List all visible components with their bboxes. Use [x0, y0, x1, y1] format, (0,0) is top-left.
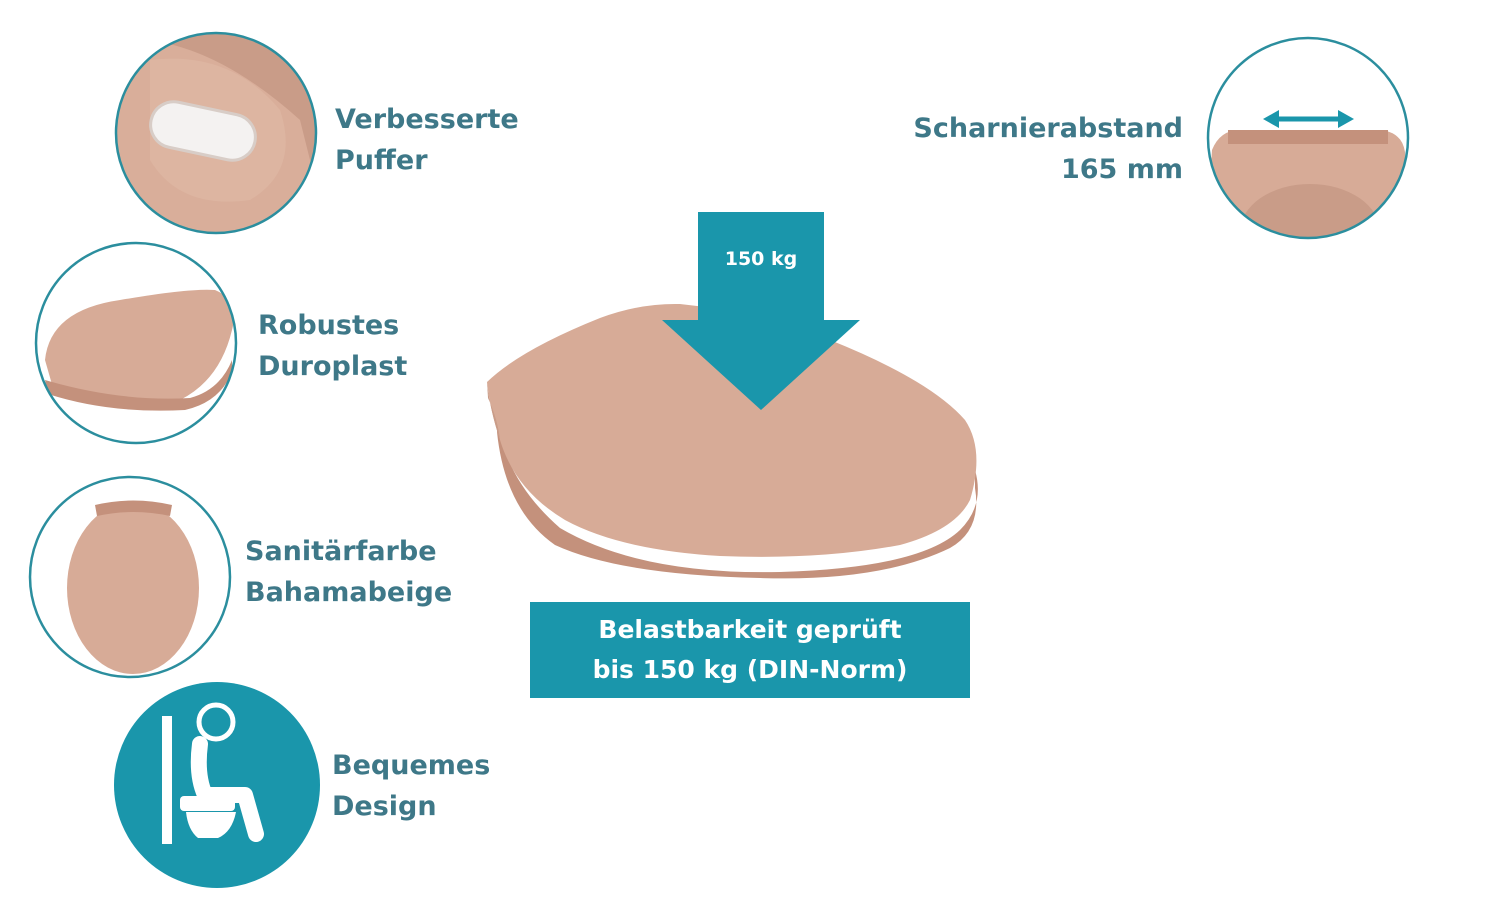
lid-side-image	[34, 241, 238, 445]
toilet-seat-product-image	[487, 303, 978, 579]
feature-color-label: Sanitärfarbe Bahamabeige	[245, 531, 452, 613]
load-capacity-box: Belastbarkeit geprüft bis 150 kg (DIN-No…	[530, 602, 970, 698]
feature-buffer-line1: Verbesserte	[335, 104, 519, 135]
hinge-closeup-image	[1206, 36, 1410, 240]
feature-color-line1: Sanitärfarbe	[245, 536, 437, 567]
buffer-closeup-image	[114, 31, 318, 235]
hinge-line1: Scharnierabstand	[913, 113, 1183, 144]
feature-material-line1: Robustes	[258, 310, 400, 341]
lid-top-image	[28, 475, 232, 679]
load-box-line1: Belastbarkeit geprüft	[598, 615, 902, 644]
feature-material-line2: Duroplast	[258, 351, 408, 382]
feature-comfort-label: Bequemes Design	[332, 745, 490, 827]
load-box-line2: bis 150 kg (DIN-Norm)	[592, 655, 908, 684]
seated-person-icon	[114, 682, 320, 888]
arrow-weight-label: 150 kg	[724, 248, 798, 270]
feature-buffer-label: Verbesserte Puffer	[335, 99, 519, 181]
feature-material-label: Robustes Duroplast	[258, 305, 407, 387]
feature-buffer-line2: Puffer	[335, 145, 428, 176]
hinge-line2: 165 mm	[1060, 154, 1183, 185]
feature-comfort-line2: Design	[332, 791, 437, 822]
hinge-distance-label: Scharnierabstand 165 mm	[880, 108, 1183, 190]
double-arrow-icon	[1263, 110, 1354, 128]
load-arrow-icon	[662, 212, 860, 410]
feature-color-line2: Bahamabeige	[245, 577, 453, 608]
feature-comfort-line1: Bequemes	[332, 750, 491, 781]
